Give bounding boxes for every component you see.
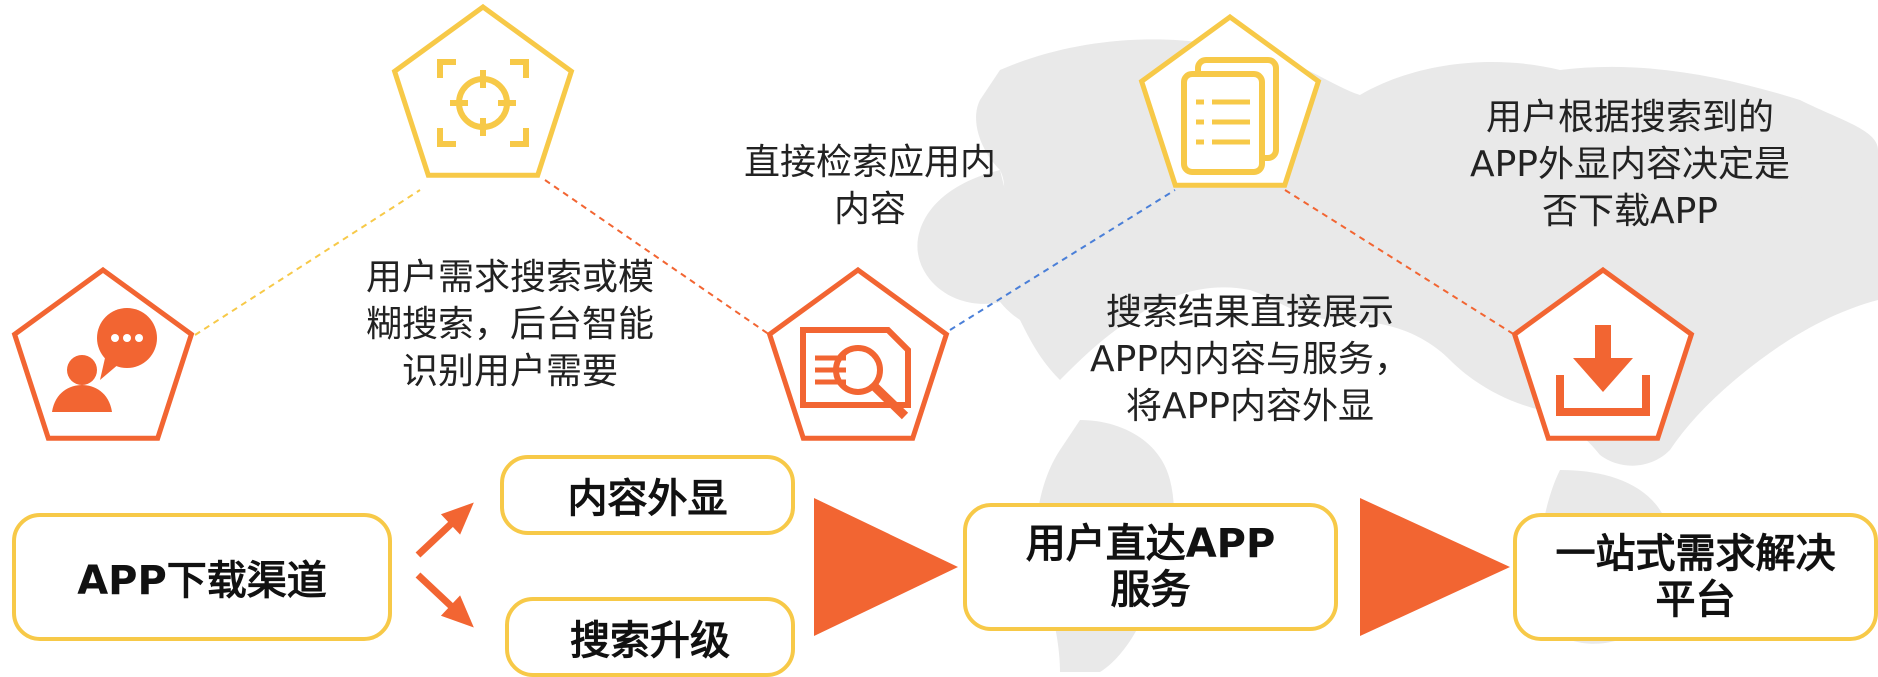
target-focus-icon <box>391 3 575 178</box>
box-search-upgrade: 搜索升级 <box>505 597 795 677</box>
box-app-download-channel: APP下载渠道 <box>12 513 392 641</box>
user-chat-icon <box>11 266 195 441</box>
arrow-to-search-upgrade-head <box>440 595 474 628</box>
box-direct-service: 用户直达APP 服务 <box>963 503 1338 631</box>
annotation-results: 搜索结果直接展示 APP内内容与服务， 将APP内容外显 <box>1089 292 1411 427</box>
connector-line <box>544 179 771 336</box>
documents-list-icon <box>1138 13 1322 188</box>
annotation-demand: 用户需求搜索或模 糊搜索，后台智能 识别用户需要 <box>365 257 654 392</box>
download-icon <box>1511 266 1695 441</box>
connector-line <box>194 189 421 336</box>
flow-arrow <box>1360 498 1510 636</box>
annotation-decide: 用户根据搜索到的 APP外显内容决定是 否下载APP <box>1469 97 1791 232</box>
flow-arrow <box>814 498 958 636</box>
annotation-retrieve: 直接检索应用内 内容 <box>743 142 996 230</box>
arrow-to-content-exposed-head <box>440 502 474 535</box>
connector-line <box>1284 189 1516 336</box>
connector-line <box>949 189 1176 331</box>
document-search-icon <box>766 266 950 441</box>
box-one-stop-platform: 一站式需求解决 平台 <box>1513 513 1878 641</box>
box-content-exposed: 内容外显 <box>500 455 795 535</box>
